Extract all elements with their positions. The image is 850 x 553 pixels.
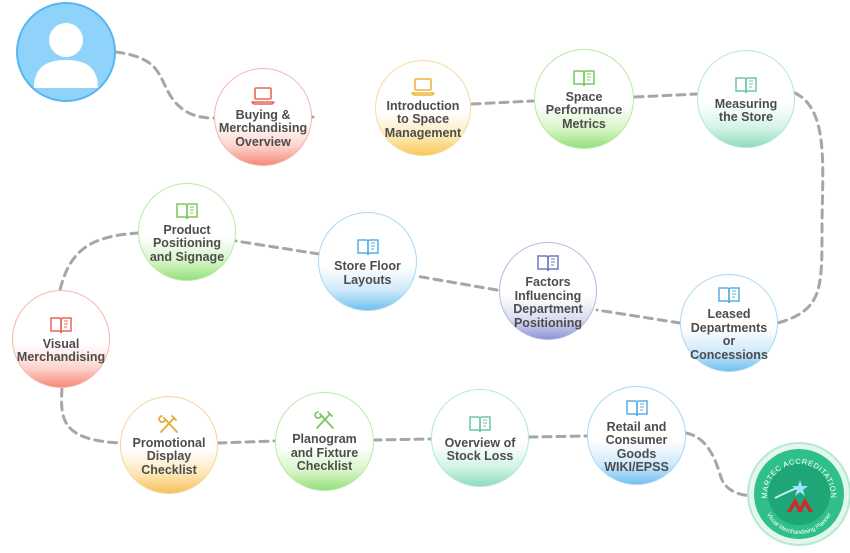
book-icon <box>356 239 379 256</box>
node-planogram-fixture-checklist[interactable]: Planogram and Fixture Checklist <box>275 392 374 491</box>
node-retail-consumer-goods-wiki[interactable]: Retail and Consumer Goods WIKI/EPSS <box>587 386 686 485</box>
user-avatar-icon <box>34 23 98 88</box>
node-introduction-space-management[interactable]: Introduction to Space Management <box>375 60 471 156</box>
tools-icon <box>313 411 334 430</box>
node-label: Retail and Consumer Goods WIKI/EPSS <box>604 419 669 474</box>
book-icon <box>718 287 740 304</box>
node-factors-department-positioning[interactable]: Factors Influencing Department Positioni… <box>499 242 597 340</box>
node-label: Measuring the Store <box>714 96 778 124</box>
node-label: Overview of Stock Loss <box>444 435 516 463</box>
node-label: Store Floor Layouts <box>334 259 401 287</box>
node-product-positioning-signage[interactable]: Product Positioning and Signage <box>138 183 236 281</box>
node-label: Factors Influencing Department Positioni… <box>513 275 583 330</box>
node-label: Planogram and Fixture Checklist <box>290 432 359 474</box>
node-label: Buying & Merchandising Overview <box>218 107 308 149</box>
node-label: Visual Merchandising <box>16 336 106 364</box>
book-icon <box>735 76 757 93</box>
accreditation-badge-icon: MARTEC ACCREDITATION Visual Merchandisin… <box>747 442 850 546</box>
book-icon <box>469 415 491 432</box>
star-icon <box>792 480 808 496</box>
node-promotional-display-checklist[interactable]: Promotional Display Checklist <box>120 396 218 494</box>
node-store-floor-layouts[interactable]: Store Floor Layouts <box>318 212 417 311</box>
node-label: Product Positioning and Signage <box>149 222 225 264</box>
book-icon <box>573 70 595 86</box>
node-label: Introduction to Space Management <box>384 98 462 140</box>
user-avatar[interactable] <box>16 2 116 102</box>
book-icon <box>537 255 559 272</box>
accreditation-badge: MARTEC ACCREDITATION Visual Merchandisin… <box>745 440 850 548</box>
node-label: Promotional Display Checklist <box>132 435 206 477</box>
node-measuring-the-store[interactable]: Measuring the Store <box>697 50 795 148</box>
laptop-icon <box>411 77 435 96</box>
node-label: Leased Departments or Concessions <box>690 307 768 362</box>
node-leased-departments-concessions[interactable]: Leased Departments or Concessions <box>680 274 778 372</box>
node-label: Space Performance Metrics <box>545 89 623 131</box>
tools-icon <box>158 414 178 433</box>
node-buying-merchandising-overview[interactable]: Buying & Merchandising Overview <box>214 68 312 166</box>
book-icon <box>176 203 198 219</box>
book-icon <box>50 316 72 333</box>
laptop-icon <box>251 86 275 105</box>
node-visual-merchandising[interactable]: Visual Merchandising <box>12 290 110 388</box>
book-icon <box>625 399 648 416</box>
node-space-performance-metrics[interactable]: Space Performance Metrics <box>534 49 634 149</box>
node-overview-stock-loss[interactable]: Overview of Stock Loss <box>431 389 529 487</box>
connector-line <box>58 50 825 498</box>
